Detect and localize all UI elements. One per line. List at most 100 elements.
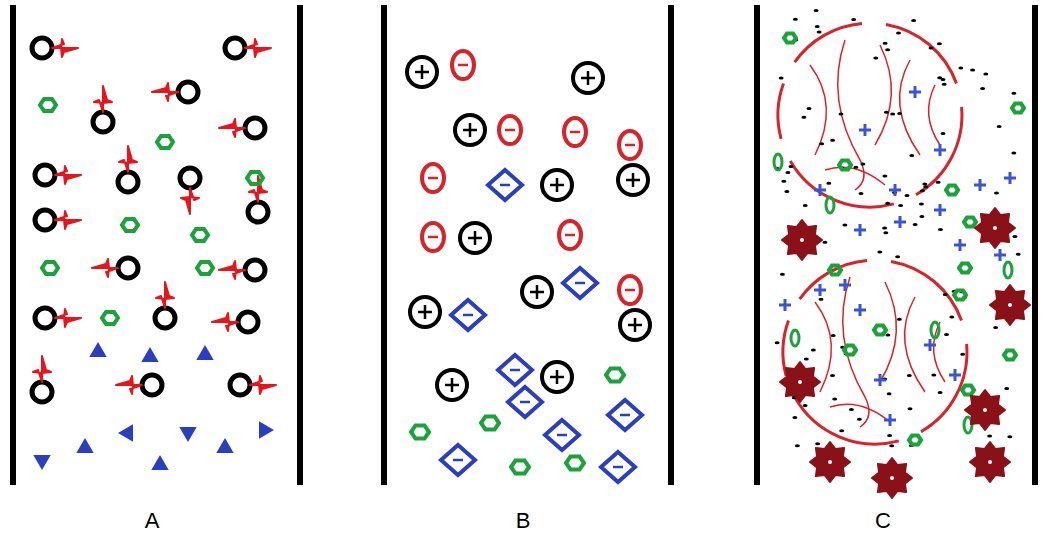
ring bbox=[238, 312, 258, 332]
debris-dot bbox=[830, 139, 835, 142]
minus-sign bbox=[575, 282, 585, 285]
green-oval bbox=[791, 330, 799, 346]
plus-sign bbox=[859, 224, 862, 236]
green-hexagon bbox=[909, 436, 921, 445]
debris-dot bbox=[885, 334, 890, 337]
cation-circle bbox=[437, 370, 467, 400]
panel-label: B bbox=[516, 510, 531, 532]
debris-dot bbox=[815, 25, 820, 28]
plus-sign bbox=[451, 378, 454, 392]
debris-dot bbox=[814, 9, 819, 12]
protein-core bbox=[988, 460, 992, 464]
debris-dot bbox=[942, 83, 947, 86]
anion-oval bbox=[499, 116, 521, 144]
protein-core bbox=[993, 226, 997, 230]
protein-cluster bbox=[990, 285, 1030, 325]
green-hexagon bbox=[566, 456, 584, 469]
plus-sign bbox=[634, 318, 637, 332]
plus-sign bbox=[632, 173, 635, 187]
anion-oval bbox=[619, 276, 641, 304]
debris-dot bbox=[885, 202, 890, 205]
debris-dot bbox=[803, 404, 808, 407]
plus-sign bbox=[421, 65, 424, 79]
debris-dot bbox=[842, 223, 847, 226]
green-hexagon bbox=[839, 161, 851, 170]
debris-dot bbox=[873, 57, 878, 60]
blue-triangle bbox=[259, 421, 274, 438]
red-group bbox=[119, 146, 137, 172]
plus-sign bbox=[859, 304, 862, 316]
debris-dot bbox=[937, 42, 942, 45]
broken-membrane bbox=[778, 84, 784, 139]
cation-circle bbox=[522, 277, 552, 307]
green-hexagon bbox=[844, 346, 856, 355]
debris-dot bbox=[938, 228, 943, 231]
broken-membrane bbox=[891, 261, 962, 320]
blue-triangle bbox=[216, 438, 233, 453]
protein-core bbox=[800, 238, 804, 242]
green-hexagon bbox=[946, 186, 958, 195]
cell-debris bbox=[838, 40, 864, 190]
broken-membrane bbox=[800, 260, 867, 299]
plus-sign bbox=[587, 71, 590, 85]
anion-diamond bbox=[563, 268, 597, 298]
green-hexagon bbox=[481, 416, 499, 429]
cation-circle bbox=[542, 362, 572, 392]
debris-dot bbox=[785, 171, 790, 174]
blue-triangle bbox=[151, 455, 168, 470]
debris-dot bbox=[937, 76, 942, 79]
debris-dot bbox=[857, 418, 862, 421]
ring bbox=[118, 172, 138, 192]
debris-dot bbox=[831, 334, 836, 337]
plus-sign bbox=[894, 184, 897, 196]
debris-dot bbox=[889, 444, 894, 447]
ring bbox=[248, 202, 268, 222]
green-hexagon bbox=[157, 136, 173, 148]
red-group bbox=[55, 166, 81, 184]
protein-cluster bbox=[782, 220, 822, 260]
green-oval bbox=[931, 322, 939, 338]
ring bbox=[245, 118, 265, 138]
red-group bbox=[55, 211, 81, 229]
protein-core bbox=[1008, 303, 1012, 307]
ring bbox=[225, 38, 245, 58]
debris-dot bbox=[887, 434, 892, 437]
green-hexagon bbox=[411, 425, 429, 438]
plus-sign bbox=[889, 414, 892, 426]
debris-dot bbox=[931, 374, 936, 377]
broken-membrane bbox=[921, 344, 967, 432]
blue-triangle bbox=[196, 345, 213, 360]
green-hexagon bbox=[606, 368, 624, 381]
debris-dot bbox=[832, 398, 837, 401]
anion-diamond bbox=[608, 400, 642, 430]
blue-triangle bbox=[33, 455, 50, 470]
debris-dot bbox=[793, 18, 798, 21]
debris-dot bbox=[936, 181, 941, 184]
green-hexagon bbox=[1004, 351, 1016, 360]
ring bbox=[118, 258, 138, 278]
anion-diamond bbox=[451, 300, 485, 330]
debris-dot bbox=[944, 333, 949, 336]
cation-circle bbox=[455, 115, 485, 145]
plus-sign bbox=[784, 299, 787, 311]
green-hexagon bbox=[874, 326, 886, 335]
debris-dot bbox=[811, 349, 816, 352]
debris-dot bbox=[887, 392, 892, 395]
debris-dot bbox=[853, 166, 858, 169]
debris-dot bbox=[960, 353, 965, 356]
plus-sign bbox=[1009, 172, 1012, 184]
minus-sign bbox=[453, 459, 463, 462]
protein-cluster bbox=[965, 390, 1005, 430]
minus-sign bbox=[565, 234, 575, 237]
minus-sign bbox=[458, 64, 468, 67]
minus-sign bbox=[428, 177, 438, 180]
ring bbox=[230, 375, 250, 395]
panel-b-ions bbox=[407, 51, 650, 482]
red-group bbox=[219, 119, 245, 137]
minus-sign bbox=[463, 314, 473, 317]
cation-circle bbox=[618, 165, 648, 195]
red-group bbox=[55, 309, 81, 327]
red-group bbox=[250, 376, 276, 394]
plus-sign bbox=[556, 178, 559, 192]
